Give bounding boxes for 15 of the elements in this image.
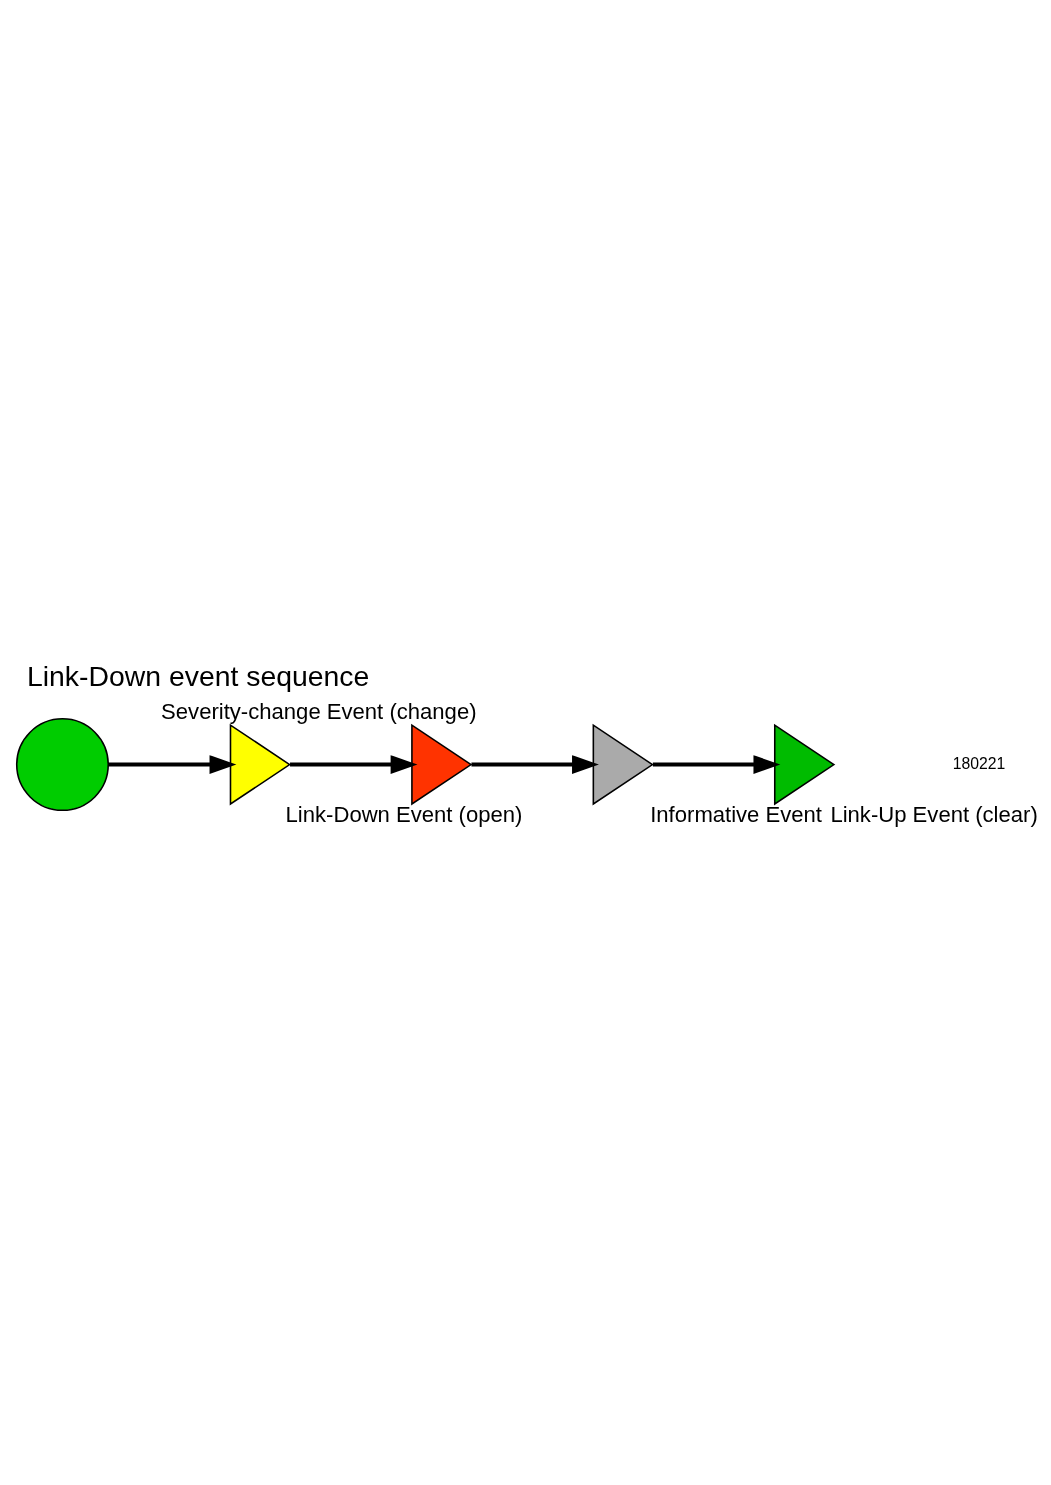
node-triangle [773,723,836,806]
diagram-title: Link-Down event sequence [27,660,370,693]
arrow [471,755,599,774]
arrow [290,755,418,774]
node-triangle [229,723,292,806]
node-triangle [411,723,473,806]
node-triangle [592,723,654,806]
arrow [108,755,237,774]
node-label: Link-Up Event (clear) [830,801,1038,827]
arrow [652,755,781,774]
label: 180221 [952,754,1006,772]
node-circle [15,718,110,812]
node-label: Link-Down Event (open) [285,801,523,827]
node-label: Informative Event [650,801,823,827]
node-label: Severity-change Event (change) [161,699,477,725]
